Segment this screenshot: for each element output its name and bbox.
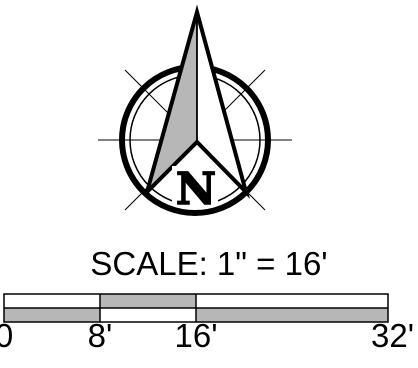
scale-tick-label: 0	[0, 317, 14, 354]
scale-segment-bottom-2	[196, 308, 388, 322]
scale-tick-label: 32'	[370, 317, 414, 354]
north-letter: N	[176, 164, 216, 215]
scale-segment-top-0	[4, 294, 100, 308]
scale-label: SCALE: 1" = 16'	[90, 245, 328, 282]
scale-segment-top-2	[196, 294, 388, 308]
scale-tick-label: 8'	[87, 317, 113, 354]
scale-segment-top-1	[100, 294, 196, 308]
letter-backing	[172, 166, 218, 206]
scale-tick-label: 16'	[174, 317, 218, 354]
north-arrow-compass-icon: N	[98, 4, 292, 216]
scale-segment-bottom-0	[4, 308, 100, 322]
scale-segment-bottom-1	[100, 308, 196, 322]
arrow-outline	[145, 4, 250, 199]
